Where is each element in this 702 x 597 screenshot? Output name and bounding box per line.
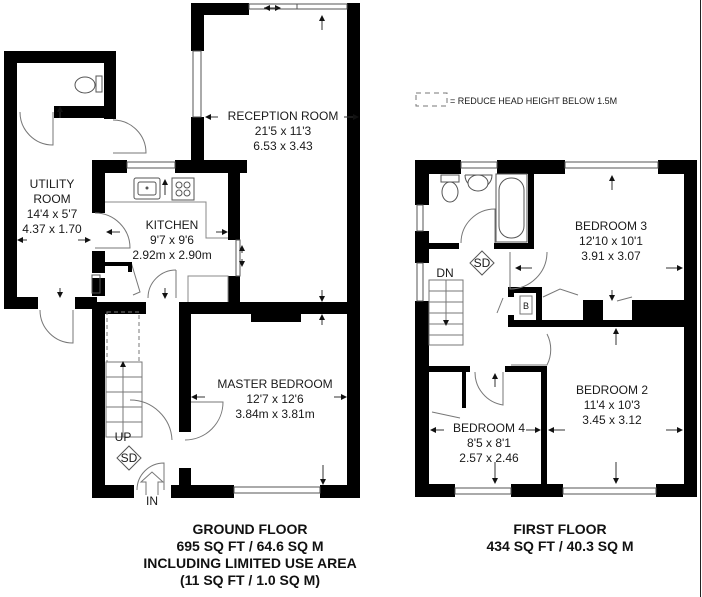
dashed-area-symbol (415, 92, 448, 107)
kitchen-metric: 2.92m x 2.90m (132, 248, 211, 262)
entrance-label: IN (146, 494, 158, 508)
reception-room-imperial: 21'5 x 11'3 (255, 124, 312, 138)
master-bedroom-window (233, 486, 321, 494)
ground-floor-limited-area: (11 SQ FT / 1.0 SQ M) (179, 572, 321, 588)
down-label: DN (436, 266, 453, 280)
toilet-icon (74, 75, 103, 94)
first-floor-area: 434 SQ FT / 40.3 SQ M (486, 538, 634, 554)
toilet-icon-first (440, 174, 460, 203)
first-floor-walls (415, 160, 697, 497)
right-edge-line (700, 0, 701, 597)
reception-room-walls (175, 3, 360, 310)
first-floor-title: FIRST FLOOR (513, 521, 607, 537)
master-bedroom-name: MASTER BEDROOM (217, 377, 332, 391)
sink-icon (133, 177, 161, 200)
first-floor-plan: BEDROOM 3 12'10 x 10'1 3.91 x 3.07 BEDRO… (415, 160, 697, 497)
kitchen-name: KITCHEN (146, 218, 199, 232)
door-swings-first (431, 208, 633, 419)
dimension-arrows-ground (17, 5, 359, 485)
smoke-detector-label-first: SD (474, 256, 491, 270)
master-bedroom-imperial: 12'7 x 12'6 (246, 392, 304, 406)
staircase-ground (105, 311, 143, 438)
bedroom-4-metric: 2.57 x 2.46 (459, 451, 519, 465)
utility-room-metric: 4.37 x 1.70 (22, 222, 82, 236)
ground-floor-note: INCLUDING LIMITED USE AREA (143, 555, 357, 571)
kitchen-walls (105, 173, 240, 310)
washbasin-icon (464, 174, 493, 192)
bathtub-icon (495, 173, 528, 243)
bedroom-3-metric: 3.91 x 3.07 (581, 249, 641, 263)
ground-floor-area: 695 SQ FT / 64.6 SQ M (176, 538, 324, 554)
kitchen-window (91, 161, 241, 294)
master-bedroom-metric: 3.84m x 3.81m (235, 407, 314, 421)
smoke-detector-first (469, 250, 495, 276)
bedroom-4-imperial: 8'5 x 8'1 (467, 436, 511, 450)
first-floor-caption: FIRST FLOOR 434 SQ FT / 40.3 SQ M (450, 521, 670, 555)
up-label: UP (115, 430, 132, 444)
boiler-label: B (523, 301, 529, 311)
staircase-first (428, 279, 464, 346)
bedroom-3-imperial: 12'10 x 10'1 (579, 234, 643, 248)
bedroom-2-metric: 3.45 x 3.12 (582, 413, 642, 427)
bedroom-2-name: BEDROOM 2 (576, 383, 648, 397)
first-floor-windows (416, 161, 659, 495)
kitchen-imperial: 9'7 x 9'6 (150, 233, 194, 247)
ground-floor-plan: RECEPTION ROOM 21'5 x 11'3 6.53 x 3.43 U… (4, 3, 360, 508)
boiler-cupboard (519, 295, 533, 315)
reception-window-left (192, 50, 202, 118)
hob-icon (171, 177, 195, 201)
reception-room-metric: 6.53 x 3.43 (253, 139, 313, 153)
legend-text: = REDUCE HEAD HEIGHT BELOW 1.5M (450, 96, 617, 106)
utility-room-name-line2: ROOM (33, 192, 70, 206)
smoke-detector-label-ground: SD (121, 451, 138, 465)
legend: = REDUCE HEAD HEIGHT BELOW 1.5M (415, 92, 617, 107)
utility-room-walls (4, 51, 127, 309)
reception-window-top (248, 3, 348, 10)
utility-room-name-line1: UTILITY (30, 177, 75, 191)
ground-floor-title: GROUND FLOOR (192, 521, 308, 537)
entrance-arrow-icon (139, 471, 165, 495)
bedroom-4-name: BEDROOM 4 (453, 421, 525, 435)
door-swings-ground (19, 111, 224, 491)
bedroom-2-imperial: 11'4 x 10'3 (584, 398, 641, 412)
master-bedroom-walls (92, 302, 360, 498)
utility-room-imperial: 14'4 x 5'7 (27, 207, 78, 221)
bedroom-3-name: BEDROOM 3 (575, 219, 647, 233)
dimension-arrows-first (430, 175, 683, 484)
smoke-detector-ground (116, 445, 142, 471)
reception-room-name: RECEPTION ROOM (228, 109, 339, 123)
ground-floor-caption: GROUND FLOOR 695 SQ FT / 64.6 SQ M INCLU… (90, 521, 410, 589)
